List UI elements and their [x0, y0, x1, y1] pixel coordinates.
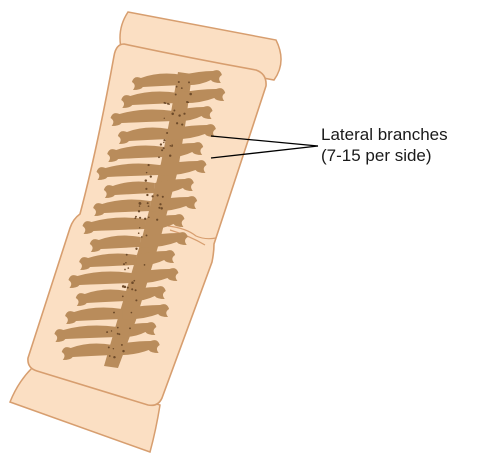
- egg-dot: [106, 331, 108, 333]
- egg-dot: [127, 287, 129, 289]
- egg-dot: [148, 205, 150, 207]
- egg-dot: [146, 194, 148, 196]
- egg-dot: [158, 156, 160, 158]
- egg-dot: [117, 327, 119, 329]
- egg-dot: [123, 263, 125, 265]
- egg-dot: [111, 330, 112, 331]
- egg-dot: [113, 348, 114, 349]
- egg-dot: [159, 203, 161, 205]
- egg-dot: [168, 103, 170, 105]
- egg-dot: [176, 122, 178, 124]
- egg-dot: [145, 188, 147, 190]
- callout-label-line2: (7-15 per side): [321, 145, 432, 166]
- egg-dot: [166, 132, 168, 134]
- egg-dot: [133, 280, 135, 282]
- egg-dot: [160, 143, 162, 145]
- egg-dot: [124, 269, 126, 271]
- egg-dot: [183, 113, 185, 115]
- egg-dot: [171, 144, 173, 146]
- egg-dot: [139, 205, 140, 206]
- egg-dot: [139, 202, 142, 205]
- egg-dot: [187, 101, 189, 103]
- egg-dot: [129, 327, 131, 329]
- egg-dot: [162, 196, 164, 198]
- egg-dot: [173, 110, 175, 112]
- egg-dot: [138, 232, 140, 234]
- egg-dot: [135, 216, 137, 218]
- egg-dot: [170, 145, 172, 147]
- egg-dot: [113, 312, 115, 314]
- egg-dot: [108, 346, 110, 348]
- egg-dot: [163, 142, 164, 143]
- egg-dot: [131, 281, 134, 284]
- egg-dot: [134, 217, 136, 219]
- egg-dot: [156, 219, 158, 221]
- egg-dot: [158, 207, 160, 209]
- egg-dot: [139, 227, 140, 228]
- egg-dot: [121, 344, 123, 346]
- egg-dot: [145, 179, 147, 181]
- egg-dot: [147, 202, 149, 204]
- egg-dot: [118, 333, 120, 335]
- egg-dot: [148, 217, 150, 219]
- egg-dot: [169, 154, 171, 156]
- callout-label-line1: Lateral branches: [321, 124, 448, 145]
- egg-dot: [141, 236, 143, 238]
- egg-dot: [189, 93, 192, 96]
- egg-dot: [131, 288, 133, 290]
- egg-dot: [181, 87, 183, 89]
- egg-dot: [117, 333, 119, 335]
- egg-dot: [175, 94, 177, 96]
- egg-dot: [160, 207, 162, 209]
- egg-dot: [135, 248, 137, 250]
- egg-dot: [151, 195, 153, 197]
- egg-dot: [150, 175, 152, 177]
- egg-dot: [124, 286, 127, 289]
- egg-dot: [114, 357, 116, 359]
- egg-dot: [144, 264, 146, 266]
- egg-dot: [157, 194, 159, 196]
- egg-dot: [144, 218, 146, 220]
- egg-dot: [176, 86, 178, 88]
- egg-dot: [165, 102, 167, 104]
- egg-dot: [125, 262, 127, 264]
- egg-dot: [178, 81, 180, 83]
- egg-dot: [163, 139, 165, 141]
- egg-dot: [131, 312, 133, 314]
- egg-dot: [139, 217, 141, 219]
- egg-dot: [138, 210, 140, 212]
- egg-dot: [188, 81, 190, 83]
- egg-dot: [109, 355, 111, 357]
- egg-dot: [148, 164, 150, 166]
- egg-dot: [126, 254, 128, 256]
- egg-dot: [171, 113, 174, 116]
- egg-dot: [122, 350, 124, 352]
- egg-dot: [135, 299, 137, 301]
- egg-dot: [181, 124, 183, 126]
- egg-dot: [146, 172, 147, 173]
- egg-dot: [135, 289, 137, 291]
- egg-dot: [161, 149, 163, 151]
- egg-dot: [128, 267, 130, 269]
- egg-dot: [164, 118, 165, 119]
- egg-dot: [146, 234, 148, 236]
- egg-dot: [163, 147, 165, 149]
- egg-dot: [178, 114, 180, 116]
- egg-dot: [122, 295, 124, 297]
